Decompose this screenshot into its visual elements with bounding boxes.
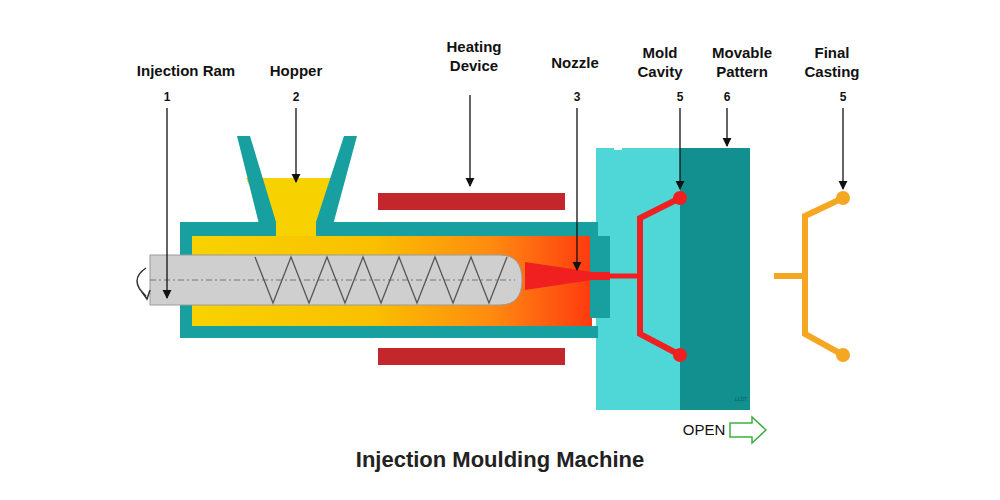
leader-line (469, 95, 470, 186)
open-arrow (730, 417, 766, 443)
rotation-arrow (137, 268, 146, 296)
part-label: Movable Pattern (702, 44, 782, 82)
hopper-wall (316, 136, 357, 236)
movable-pattern (680, 148, 750, 410)
callout-number: 1 (152, 90, 182, 105)
final-casting (805, 198, 843, 355)
watermark: LLDT (726, 397, 756, 402)
part-label: Mold Cavity (630, 44, 690, 82)
cavity-end (673, 348, 687, 362)
cavity-end (673, 191, 687, 205)
leader-line (679, 108, 680, 189)
part-label: Hopper (246, 62, 346, 81)
leader-line (576, 108, 577, 270)
screw-axis (150, 280, 515, 281)
hopper-wall (237, 136, 276, 236)
part-label: Heating Device (434, 38, 514, 76)
part-label: Injection Ram (116, 62, 256, 81)
callout-number: 5 (665, 90, 695, 105)
casting-end (836, 191, 850, 205)
sprue (608, 274, 642, 279)
casting-end (836, 348, 850, 362)
callout-number: 2 (281, 90, 311, 105)
leader-line (726, 108, 727, 146)
part-label: Nozzle (535, 54, 615, 73)
screw-shaft (150, 255, 522, 305)
open-label: OPEN (674, 421, 734, 440)
leader-line (295, 108, 296, 182)
leader-line (166, 108, 167, 298)
heater-band (378, 193, 565, 210)
part-label: Final Casting (797, 44, 867, 82)
leader-line (842, 108, 843, 189)
diagram-title: Injection Moulding Machine (250, 446, 750, 474)
rotation-arrow-head (142, 290, 150, 299)
screw-flights (255, 257, 507, 303)
mold-notch (614, 142, 622, 150)
nozzle-melt (525, 262, 610, 290)
final-casting-sprue (774, 273, 805, 279)
callout-number: 3 (562, 90, 592, 105)
callout-number: 5 (828, 90, 858, 105)
barrel-wall (180, 326, 598, 338)
barrel-wall (316, 222, 598, 236)
barrel-wall (180, 222, 276, 236)
mold-cavity (640, 198, 680, 355)
heater-band (378, 348, 565, 365)
callout-number: 6 (712, 90, 742, 105)
